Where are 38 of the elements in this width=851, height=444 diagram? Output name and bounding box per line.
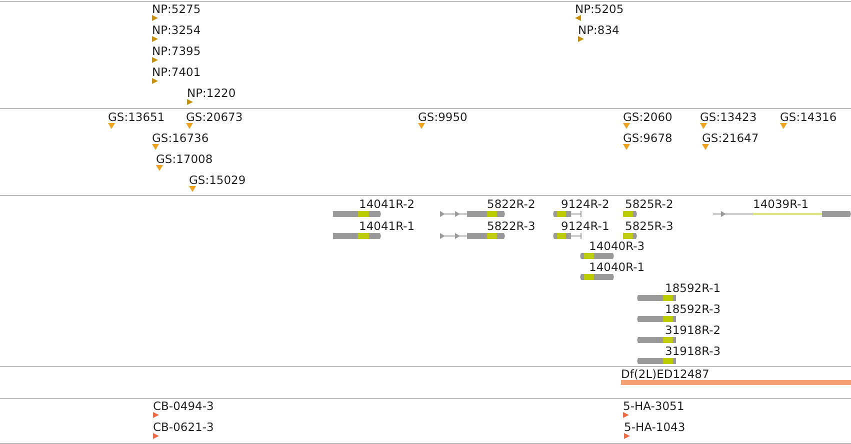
feature-label: 14041R-1 xyxy=(359,219,415,233)
feature-label: CB-0621-3 xyxy=(153,420,214,434)
feature-label: GS:13423 xyxy=(700,110,757,124)
feature-label: GS:13651 xyxy=(108,110,165,124)
feature-label: NP:1220 xyxy=(187,86,236,100)
feature-label: GS:20673 xyxy=(186,110,243,124)
feature-label: 5825R-2 xyxy=(625,197,674,211)
feature-label: 5825R-3 xyxy=(625,219,674,233)
feature-label: NP:5275 xyxy=(152,2,201,16)
feature-label: GS:16736 xyxy=(152,131,209,145)
feature-label: GS:2060 xyxy=(623,110,672,124)
feature-label: GS:17008 xyxy=(156,152,213,166)
feature-label: GS:21647 xyxy=(702,131,759,145)
feature-label: GS:9950 xyxy=(418,110,468,124)
feature-label: 5822R-3 xyxy=(487,219,536,233)
feature-label: 14041R-2 xyxy=(359,197,415,211)
feature-label: NP:7395 xyxy=(152,44,201,58)
feature-label: 5-HA-1043 xyxy=(624,420,686,434)
feature-label: CB-0494-3 xyxy=(153,399,214,413)
feature-label: NP:5205 xyxy=(575,2,624,16)
feature-label: 5-HA-3051 xyxy=(623,399,684,413)
feature-label: Df(2L)ED12487 xyxy=(621,367,710,381)
feature-label: 9124R-2 xyxy=(561,197,610,211)
feature-label: GS:14316 xyxy=(780,110,837,124)
feature-label: 5822R-2 xyxy=(487,197,536,211)
feature-label: NP:7401 xyxy=(152,65,201,79)
feature-label: 14039R-1 xyxy=(753,197,809,211)
feature-label: GS:15029 xyxy=(189,173,246,187)
feature-label: 31918R-3 xyxy=(665,344,721,358)
feature-label: NP:3254 xyxy=(152,23,201,37)
feature-label: 14040R-1 xyxy=(589,260,645,274)
feature-label: 18592R-3 xyxy=(665,302,721,316)
feature-label: 31918R-2 xyxy=(665,323,721,337)
feature-label: 14040R-3 xyxy=(589,239,645,253)
feature-label: NP:834 xyxy=(578,23,620,37)
feature-label: 9124R-1 xyxy=(561,219,610,233)
feature-label: 18592R-1 xyxy=(665,281,721,295)
feature-label: GS:9678 xyxy=(623,131,672,145)
